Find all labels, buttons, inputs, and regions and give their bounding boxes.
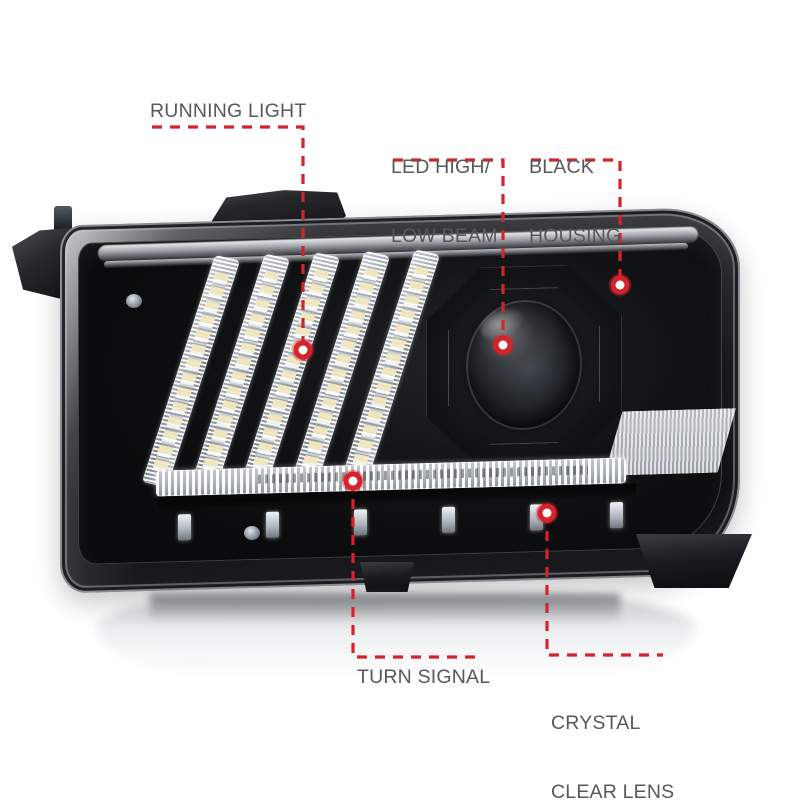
lower-mount-foot <box>636 534 752 588</box>
callout-label-crystal-clear-lens: CRYSTAL CLEAR LENS <box>551 666 674 800</box>
mounting-post <box>54 206 72 232</box>
retaining-clip <box>442 506 455 534</box>
retaining-clip <box>610 501 623 529</box>
retaining-clip <box>178 514 191 541</box>
callout-label-running-light: RUNNING LIGHT <box>150 100 307 122</box>
housing-screw <box>244 526 260 540</box>
callout-line: CRYSTAL <box>551 712 641 734</box>
retaining-clip <box>354 509 367 536</box>
lower-mount-foot <box>360 562 414 592</box>
callout-label-turn-signal: TURN SIGNAL <box>357 666 491 688</box>
housing-screw <box>126 294 142 308</box>
callout-label-led-high-low-beam: LED HIGH/ LOW BEAM <box>391 110 498 294</box>
callout-line: HOUSING <box>529 225 622 247</box>
retaining-clip <box>266 511 279 538</box>
callout-line: CLEAR LENS <box>551 781 675 800</box>
retaining-clip <box>530 504 543 531</box>
headlight-assembly <box>8 188 756 608</box>
callout-line: LOW BEAM <box>391 225 498 247</box>
callout-line: LED HIGH/ <box>391 156 491 178</box>
callout-line: BLACK <box>529 156 594 178</box>
callout-label-black-housing: BLACK HOUSING <box>529 110 621 294</box>
